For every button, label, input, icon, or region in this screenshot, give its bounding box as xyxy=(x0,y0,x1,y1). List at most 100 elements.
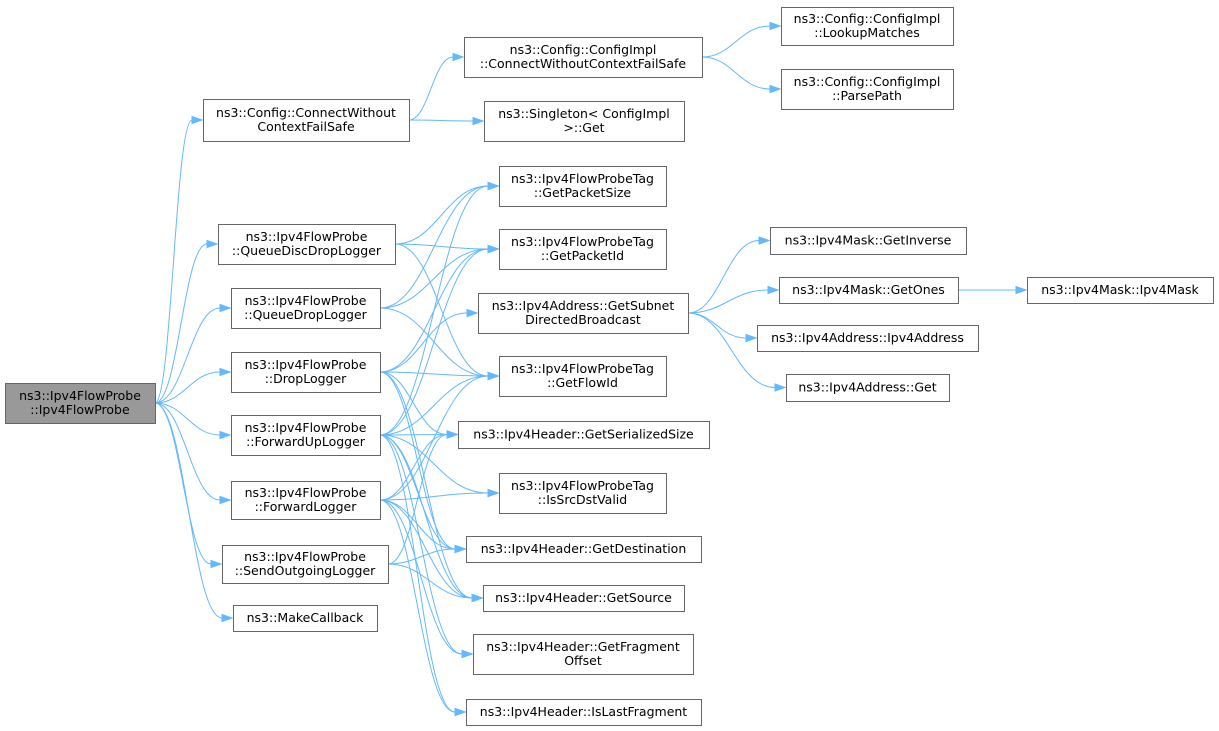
arrowhead-icon xyxy=(446,430,459,439)
arrowhead-icon xyxy=(758,236,771,245)
call-edge-sendOut-source xyxy=(387,563,473,599)
node-serSize[interactable]: ns3::Ipv4Header::GetSerializedSize xyxy=(458,421,710,449)
node-box xyxy=(483,585,685,612)
node-fwd[interactable]: ns3::Ipv4FlowProbe::ForwardLogger xyxy=(231,481,381,520)
node-label: ::GetPacketId xyxy=(541,248,624,263)
call-edge-fwdUp-lastFrag xyxy=(379,434,456,713)
node-makeCb[interactable]: ns3::MakeCallback xyxy=(233,605,378,632)
node-box xyxy=(1027,277,1214,304)
node-label: ns3::Config::ConfigImpl xyxy=(510,42,657,57)
arrowhead-icon xyxy=(745,333,758,343)
node-box xyxy=(231,481,381,520)
node-label: ::ParsePath xyxy=(832,88,902,103)
call-edge-root-drop xyxy=(154,371,221,404)
call-edge-fwd-lastFrag xyxy=(379,499,456,713)
node-label: DirectedBroadcast xyxy=(525,312,641,327)
node-getInverse[interactable]: ns3::Ipv4Mask::GetInverse xyxy=(770,227,967,255)
arrowhead-icon xyxy=(219,430,232,440)
call-edge-fwdUp-pktSize xyxy=(379,185,489,436)
call-edge-queueDisc-pktSize xyxy=(394,185,489,245)
node-lookup[interactable]: ns3::Config::ConfigImpl::LookupMatches xyxy=(781,7,954,46)
node-fwdUp[interactable]: ns3::Ipv4FlowProbe::ForwardUpLogger xyxy=(231,415,381,456)
arrowhead-icon xyxy=(487,488,500,498)
node-flowId[interactable]: ns3::Ipv4FlowProbeTag::GetFlowId xyxy=(499,356,667,397)
node-label: >::Get xyxy=(563,120,604,135)
node-box xyxy=(499,356,667,397)
call-edge-queueDisc-pktId xyxy=(394,243,489,250)
node-label: ::LookupMatches xyxy=(814,25,920,40)
node-addrGet[interactable]: ns3::Ipv4Address::Get xyxy=(786,374,950,402)
node-source[interactable]: ns3::Ipv4Header::GetSource xyxy=(483,585,685,612)
node-cwcfs[interactable]: ns3::Config::ConfigImpl::ConnectWithoutC… xyxy=(464,37,703,78)
node-box xyxy=(499,166,667,207)
node-label: ns3::Ipv4Header::GetFragment xyxy=(486,639,680,654)
node-subnet[interactable]: ns3::Ipv4Address::GetSubnetDirectedBroad… xyxy=(478,293,689,334)
arrowhead-icon xyxy=(1015,285,1028,295)
call-edge-fwd-source xyxy=(379,499,473,599)
arrowhead-icon xyxy=(769,84,782,94)
call-edge-root-queueDrop xyxy=(154,307,221,404)
node-queueDisc[interactable]: ns3::Ipv4FlowProbe::QueueDiscDropLogger xyxy=(218,224,396,265)
call-edge-fwd-srcDst xyxy=(379,492,489,501)
node-getOnes[interactable]: ns3::Ipv4Mask::GetOnes xyxy=(779,277,959,304)
arrowhead-icon xyxy=(221,613,234,623)
call-edge-fwd-flowId xyxy=(379,375,489,501)
call-edge-fwd-serSize xyxy=(379,434,448,501)
node-box xyxy=(484,101,685,142)
arrowhead-icon xyxy=(767,285,780,295)
call-edge-fwdUp-source xyxy=(379,434,473,599)
node-ipv4Mask[interactable]: ns3::Ipv4Mask::Ipv4Mask xyxy=(1027,277,1214,304)
node-box xyxy=(218,224,396,265)
node-label: ns3::Ipv4FlowProbe xyxy=(245,357,367,372)
node-label: ::QueueDropLogger xyxy=(244,307,368,322)
node-label: ns3::Ipv4Mask::GetInverse xyxy=(785,233,952,248)
node-label: ns3::Ipv4FlowProbe xyxy=(19,388,141,403)
node-pktSize[interactable]: ns3::Ipv4FlowProbeTag::GetPacketSize xyxy=(499,166,667,207)
node-sendOut[interactable]: ns3::Ipv4FlowProbe::SendOutgoingLogger xyxy=(222,545,389,584)
node-ipv4Addr[interactable]: ns3::Ipv4Address::Ipv4Address xyxy=(757,325,979,352)
node-box xyxy=(770,227,967,255)
node-label: ns3::Ipv4Header::GetDestination xyxy=(481,541,687,556)
call-edge-subnet-getInverse xyxy=(687,240,760,314)
call-edge-root-connectWithout xyxy=(154,119,193,404)
arrowhead-icon xyxy=(487,371,500,381)
call-edge-drop-subnet xyxy=(379,312,468,373)
arrowhead-icon xyxy=(452,52,465,62)
node-parse[interactable]: ns3::Config::ConfigImpl::ParsePath xyxy=(781,69,954,110)
node-pktId[interactable]: ns3::Ipv4FlowProbeTag::GetPacketId xyxy=(499,229,667,270)
node-box xyxy=(458,421,710,449)
node-root[interactable]: ns3::Ipv4FlowProbe::Ipv4FlowProbe xyxy=(5,383,156,424)
call-edge-fwdUp-dest xyxy=(379,434,456,550)
call-edge-drop-serSize xyxy=(379,371,448,435)
call-edge-connectWithout-cwcfs xyxy=(408,56,454,121)
arrowhead-icon xyxy=(210,559,223,569)
arrowhead-icon xyxy=(219,303,232,313)
node-label: ns3::MakeCallback xyxy=(247,610,365,625)
call-graph-nodes: ns3::Ipv4FlowProbe::Ipv4FlowProbe ns3::Co… xyxy=(5,7,1214,726)
node-label: ns3::Singleton< ConfigImpl xyxy=(498,106,670,121)
node-lastFrag[interactable]: ns3::Ipv4Header::IsLastFragment xyxy=(466,699,702,726)
node-dest[interactable]: ns3::Ipv4Header::GetDestination xyxy=(466,536,702,563)
node-label: ns3::Ipv4FlowProbeTag xyxy=(511,478,654,493)
node-label: ::ForwardUpLogger xyxy=(246,434,366,449)
node-box xyxy=(781,7,954,46)
node-connectWithout[interactable]: ns3::Config::ConnectWithoutContextFailSa… xyxy=(203,99,410,142)
node-label: ns3::Ipv4FlowProbe xyxy=(245,293,367,308)
node-box xyxy=(231,415,381,456)
call-edge-fwdUp-srcDst xyxy=(379,434,489,494)
arrowhead-icon xyxy=(461,649,474,659)
node-queueDrop[interactable]: ns3::Ipv4FlowProbe::QueueDropLogger xyxy=(231,288,381,329)
node-label: ns3::Config::ConnectWithout xyxy=(216,105,396,120)
node-label: ns3::Ipv4FlowProbeTag xyxy=(511,171,654,186)
node-srcDst[interactable]: ns3::Ipv4FlowProbeTag::IsSrcDstValid xyxy=(499,473,667,514)
node-label: ::IsSrcDstValid xyxy=(538,492,627,507)
node-singleton[interactable]: ns3::Singleton< ConfigImpl >::Get xyxy=(484,101,685,142)
call-edge-root-queueDisc xyxy=(154,243,208,404)
call-edge-queueDrop-pktSize xyxy=(379,185,489,309)
node-box xyxy=(499,473,667,514)
call-edge-root-fwd xyxy=(154,402,221,501)
node-drop[interactable]: ns3::Ipv4FlowProbe::DropLogger xyxy=(231,352,381,393)
call-edge-subnet-getOnes xyxy=(687,289,769,314)
